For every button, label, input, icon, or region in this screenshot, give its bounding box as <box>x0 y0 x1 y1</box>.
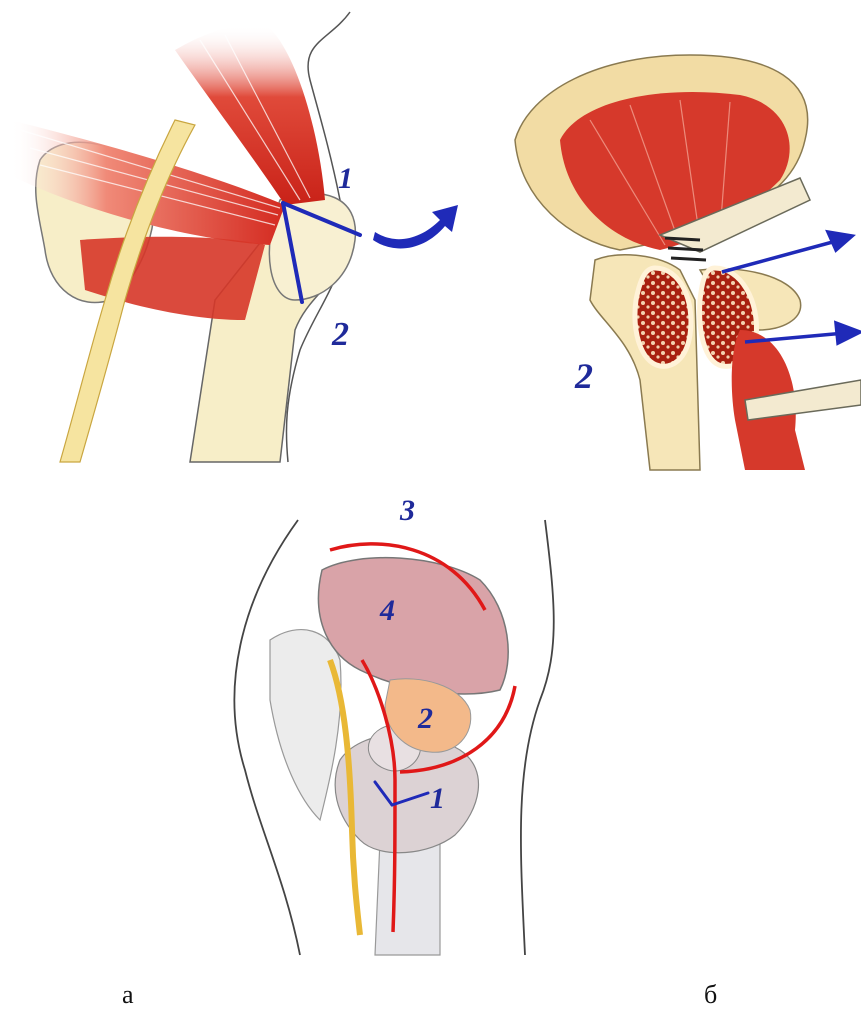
body-outline-right <box>521 520 554 955</box>
femur-c <box>375 840 440 955</box>
panel-b-osteotomy: 2 <box>515 55 861 470</box>
panel-c-surgical-approach: 3 4 2 1 <box>234 494 553 955</box>
panel-a-label-2: 2 <box>331 316 349 353</box>
panel-c-label-3: 3 <box>399 494 415 527</box>
panel-a-label-1: 1 <box>338 162 353 195</box>
caption-b: б <box>704 980 717 1010</box>
panel-c-label-1: 1 <box>430 782 445 815</box>
arrow-right-icon <box>722 232 852 272</box>
gluteus-maximus <box>318 558 508 694</box>
panel-a-hip-muscles: 1 2 <box>10 12 458 462</box>
panel-b-label-2: 2 <box>574 356 593 396</box>
rotation-arrow-icon <box>373 205 458 248</box>
panel-c-label-2: 2 <box>417 702 433 735</box>
sacrum <box>270 630 341 820</box>
bone-section-left <box>635 268 691 366</box>
panel-c-label-4: 4 <box>379 594 395 627</box>
caption-a: а <box>122 980 134 1010</box>
